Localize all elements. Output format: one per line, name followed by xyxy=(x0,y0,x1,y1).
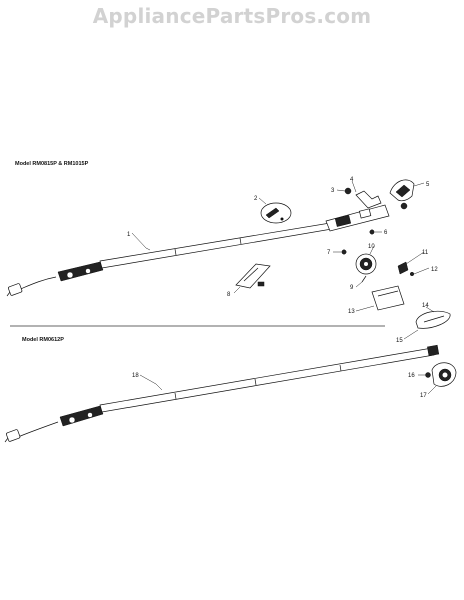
part-6 xyxy=(369,229,375,235)
callout-15: 15 xyxy=(396,338,403,344)
top-pole-assembly xyxy=(6,204,390,297)
power-plug-top xyxy=(8,283,23,296)
leader-lines xyxy=(131,180,437,395)
callout-18: 18 xyxy=(132,373,139,379)
part-17 xyxy=(431,362,457,387)
callout-5: 5 xyxy=(426,182,430,188)
callout-9: 9 xyxy=(350,285,354,291)
callout-13: 13 xyxy=(348,309,355,315)
part-13 xyxy=(371,285,405,311)
callout-14: 14 xyxy=(422,303,429,309)
part-4 xyxy=(355,190,382,209)
callout-16: 16 xyxy=(408,373,415,379)
callout-numbers: 1 2 3 4 5 6 7 8 9 10 11 12 13 14 15 16 1… xyxy=(127,177,438,399)
head-assembly-top xyxy=(325,204,390,232)
pole-tube-top xyxy=(99,222,333,269)
power-cord-top xyxy=(17,276,57,291)
callout-3: 3 xyxy=(331,188,335,194)
callout-1: 1 xyxy=(127,232,131,238)
part-9 xyxy=(361,275,367,283)
part-7 xyxy=(341,249,347,255)
part-3 xyxy=(344,187,352,195)
handle-grip-bottom xyxy=(59,405,104,427)
callout-8: 8 xyxy=(227,292,231,298)
site-watermark: AppliancePartsPros.com xyxy=(92,4,372,28)
model-label-top: Model RM0815P & RM1015P xyxy=(15,161,89,167)
pole-tube-bottom xyxy=(99,347,435,413)
power-cord-bottom xyxy=(17,421,59,438)
bottom-pole-assembly xyxy=(4,344,440,443)
callout-4: 4 xyxy=(350,177,354,183)
handle-grip-top xyxy=(57,261,104,282)
part-5 xyxy=(389,179,415,210)
part-11 xyxy=(397,261,409,275)
callout-2: 2 xyxy=(254,196,258,202)
power-plug-bottom xyxy=(6,429,21,442)
model-label-bottom: Model RM0612P xyxy=(22,337,64,343)
callout-6: 6 xyxy=(384,230,388,236)
callout-17: 17 xyxy=(420,393,427,399)
callout-12: 12 xyxy=(431,267,438,273)
part-10 xyxy=(355,253,377,275)
part-14-15-cover xyxy=(415,310,451,329)
part-2 xyxy=(260,202,292,224)
callout-10: 10 xyxy=(368,244,375,250)
part-12 xyxy=(409,271,415,277)
callout-7: 7 xyxy=(327,250,331,256)
part-8 xyxy=(235,263,271,289)
callout-11: 11 xyxy=(422,250,429,256)
part-16 xyxy=(425,372,431,378)
